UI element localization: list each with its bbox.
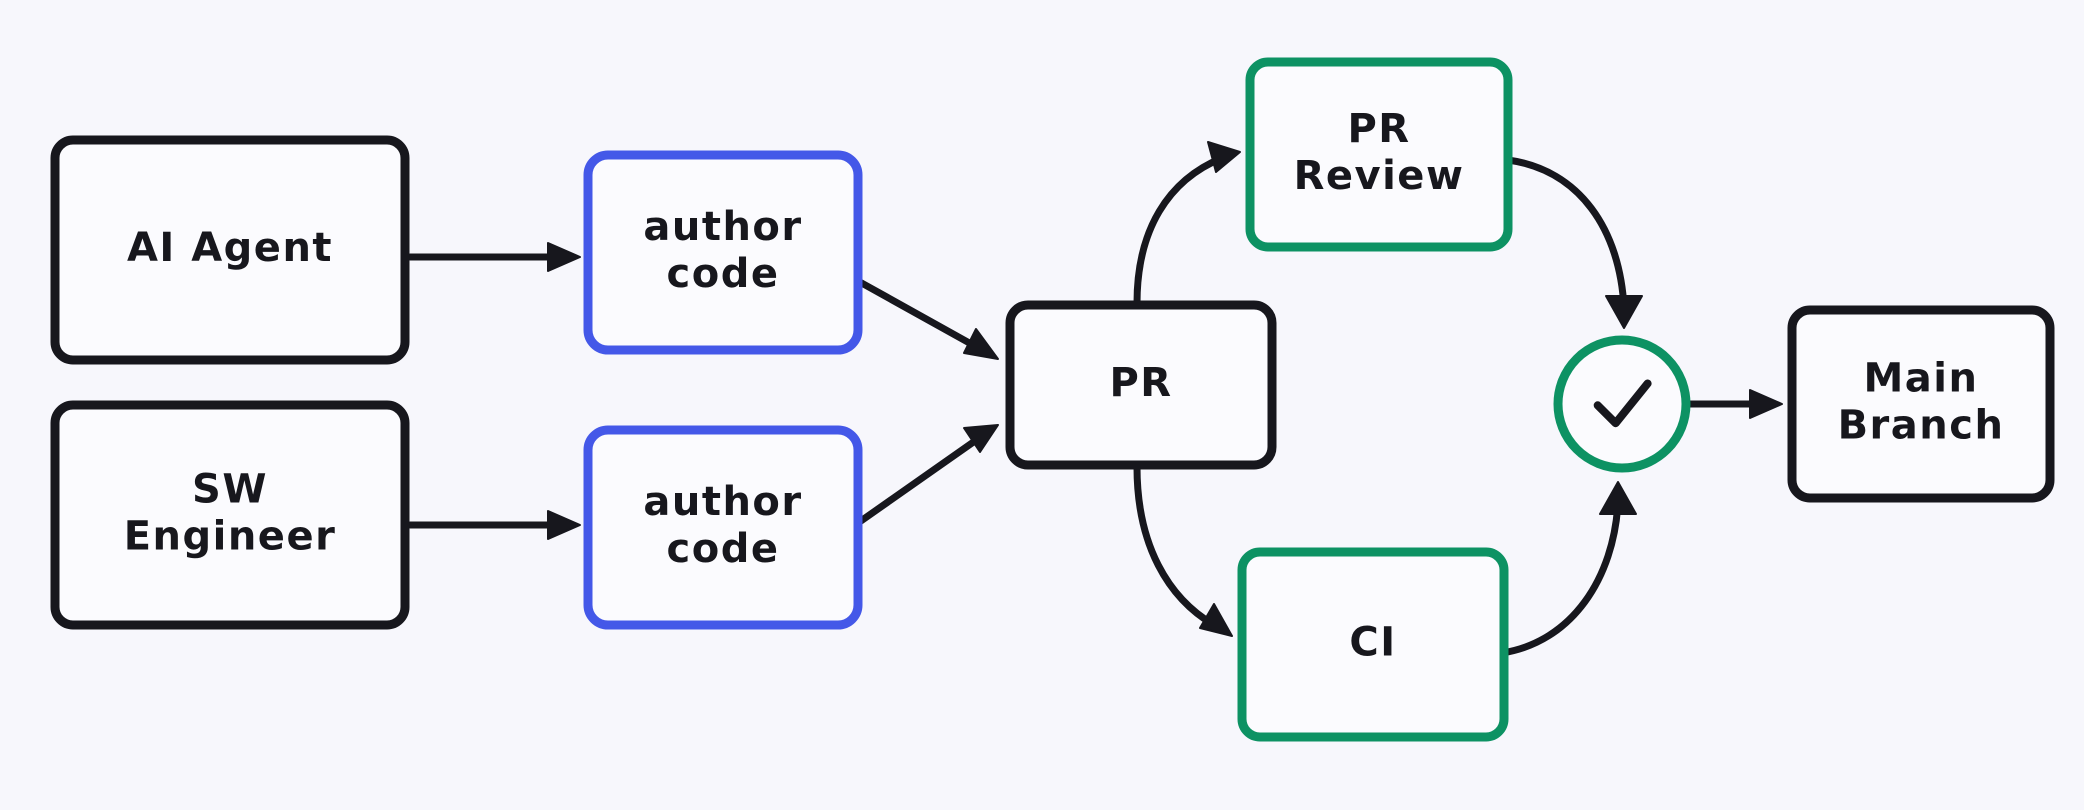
edge-sw-engineer-to-author-code-bottom: [406, 510, 581, 540]
arrow-head-icon: [1207, 141, 1241, 173]
arrow-head-icon: [1605, 295, 1643, 329]
arrow-head-icon: [547, 510, 581, 540]
arrow-head-icon: [547, 242, 581, 272]
arrow-head-icon: [1749, 389, 1783, 419]
arrow-head-icon: [1599, 481, 1637, 515]
node-label: code: [667, 251, 780, 297]
node-label: author: [643, 204, 802, 250]
arrow-head-icon: [963, 328, 999, 360]
edge-line: [854, 277, 986, 354]
edge-author-code-bottom-to-pr: [854, 424, 999, 527]
edge-line: [1133, 154, 1226, 307]
node-box: [583, 150, 863, 355]
edge-author-code-top-to-pr: [854, 277, 999, 360]
edge-line: [854, 432, 986, 527]
node-box: [50, 400, 410, 630]
edge-pr-review-to-approval-check: [1504, 156, 1643, 329]
edge-pr-to-ci: [1133, 463, 1233, 637]
node-label: CI: [1349, 620, 1396, 666]
node-label: Review: [1294, 153, 1465, 199]
edge-pr-to-pr-review: [1133, 141, 1241, 307]
node-ai-agent[interactable]: AI Agent: [50, 135, 410, 365]
node-box: [1237, 547, 1509, 742]
arrow-head-icon: [963, 424, 999, 453]
node-label: PR: [1347, 106, 1410, 152]
check-icon: [1593, 379, 1652, 428]
approval-circle: [1553, 335, 1691, 473]
node-box: [50, 135, 410, 365]
node-label: Main: [1864, 355, 1979, 401]
edge-approval-check-to-main-branch: [1684, 389, 1783, 419]
node-pr[interactable]: PR: [1005, 300, 1277, 470]
node-box: [1005, 300, 1277, 470]
node-label: PR: [1109, 360, 1172, 406]
edge-ci-to-approval-check: [1498, 481, 1637, 657]
node-label: Branch: [1838, 403, 2005, 449]
node-box: [583, 425, 863, 630]
nodes-layer: AI AgentSWEngineerauthorcodeauthorcodePR…: [50, 57, 2055, 742]
node-ci[interactable]: CI: [1237, 547, 1509, 742]
edges-layer: [406, 141, 1783, 657]
node-label: author: [643, 479, 802, 525]
edge-line: [1133, 463, 1218, 629]
node-box: [1787, 305, 2055, 503]
edge-line: [1498, 498, 1622, 657]
edge-line: [1504, 156, 1628, 312]
node-label: SW: [192, 466, 268, 512]
node-label: code: [667, 526, 780, 572]
node-box: [1245, 57, 1513, 252]
node-approval-check[interactable]: [1553, 335, 1691, 473]
arrow-head-icon: [1199, 603, 1233, 637]
edge-ai-agent-to-author-code-top: [406, 242, 581, 272]
node-label: AI Agent: [127, 225, 333, 271]
node-label: Engineer: [124, 514, 337, 560]
